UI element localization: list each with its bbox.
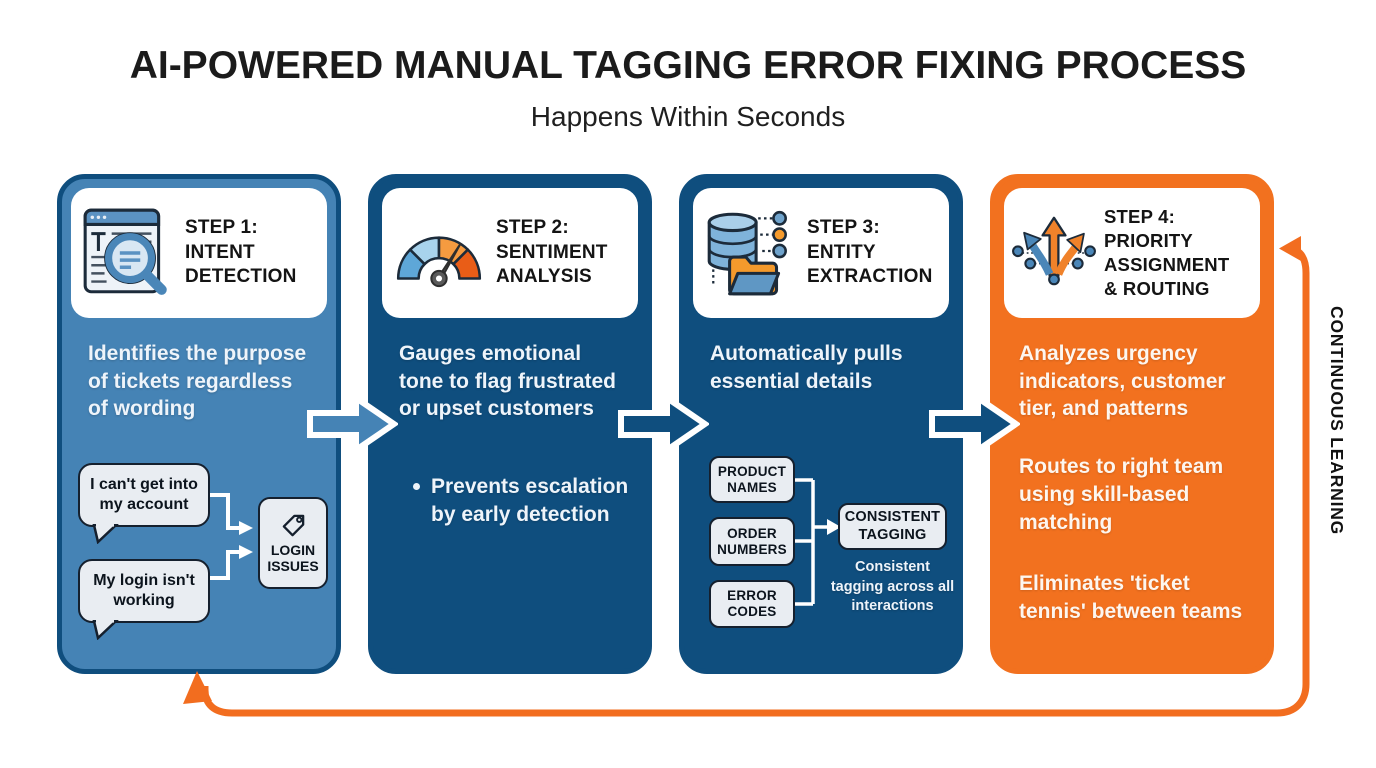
step-2-description: Gauges emotional tone to flag frustrated… <box>399 342 617 421</box>
step-4-title: STEP 4: PRIORITY ASSIGNMENT & ROUTING <box>1104 205 1230 300</box>
consistent-tagging-caption: Consistent tagging across all interactio… <box>830 559 955 615</box>
document-search-icon <box>77 197 179 309</box>
tag-label: LOGIN ISSUES <box>267 541 319 574</box>
step-3-card: STEP 3: ENTITY EXTRACTION Automatically … <box>679 174 963 674</box>
step-3-header: STEP 3: ENTITY EXTRACTION <box>693 188 949 318</box>
bubble-to-tag-arrows <box>210 493 253 580</box>
bullet-dot <box>413 483 420 491</box>
flow-arrow-step2-to-step3 <box>618 392 709 456</box>
step-4-card: STEP 4: PRIORITY ASSIGNMENT & ROUTING An… <box>990 174 1274 674</box>
step-4-point-2: Routes to right team using skill-based m… <box>1019 455 1224 534</box>
gauge-icon <box>388 197 490 309</box>
step-1-title: STEP 1: INTENT DETECTION <box>185 216 297 288</box>
speech-bubble-1: I can't get into my account <box>78 463 210 527</box>
step-1-card: STEP 1: INTENT DETECTION Identifies the … <box>57 174 341 674</box>
step-2-bullet: Prevents escalation by early detection <box>413 473 629 528</box>
step-1-description: Identifies the purpose of tickets regard… <box>88 342 307 421</box>
page-title: AI-POWERED MANUAL TAGGING ERROR FIXING P… <box>129 44 1247 87</box>
entity-box-error-codes: ERROR CODES <box>709 580 795 628</box>
database-folder-icon <box>699 197 801 309</box>
step-4-header: STEP 4: PRIORITY ASSIGNMENT & ROUTING <box>1004 188 1260 318</box>
step-2-title: STEP 2: SENTIMENT ANALYSIS <box>496 216 608 288</box>
step-2-header: STEP 2: SENTIMENT ANALYSIS <box>382 188 638 318</box>
routing-arrows-icon <box>1010 197 1098 309</box>
flow-arrow-step3-to-step4 <box>929 392 1020 456</box>
speech-bubble-1-tail <box>92 524 119 544</box>
page-subtitle: Happens Within Seconds <box>530 101 846 132</box>
speech-bubble-2-tail <box>92 620 119 640</box>
step-2-card: STEP 2: SENTIMENT ANALYSIS Gauges emotio… <box>368 174 652 674</box>
consistent-tagging-box: CONSISTENT TAGGING <box>838 503 947 550</box>
step-2-bullet-text: Prevents escalation by early detection <box>431 475 629 526</box>
speech-bubble-2-text: My login isn't working <box>93 572 195 609</box>
step-3-description: Automatically pulls essential details <box>710 342 903 393</box>
speech-bubble-2: My login isn't working <box>78 559 210 623</box>
continuous-learning-label: CONTINUOUS LEARNING <box>1327 306 1347 536</box>
tag-icon <box>282 514 304 537</box>
entity-box-order-numbers: ORDER NUMBERS <box>709 517 795 566</box>
step-1-header: STEP 1: INTENT DETECTION <box>71 188 327 318</box>
login-issues-tag-box: LOGIN ISSUES <box>258 497 328 589</box>
step-3-title: STEP 3: ENTITY EXTRACTION <box>807 216 933 288</box>
step-4-point-3: Eliminates 'ticket tennis' between teams <box>1019 572 1243 624</box>
speech-bubble-1-text: I can't get into my account <box>90 476 198 513</box>
step-4-point-1: Analyzes urgency indicators, customer ti… <box>1019 342 1226 421</box>
entity-box-product-names: PRODUCT NAMES <box>709 456 795 503</box>
flow-arrow-step1-to-step2 <box>307 392 398 456</box>
